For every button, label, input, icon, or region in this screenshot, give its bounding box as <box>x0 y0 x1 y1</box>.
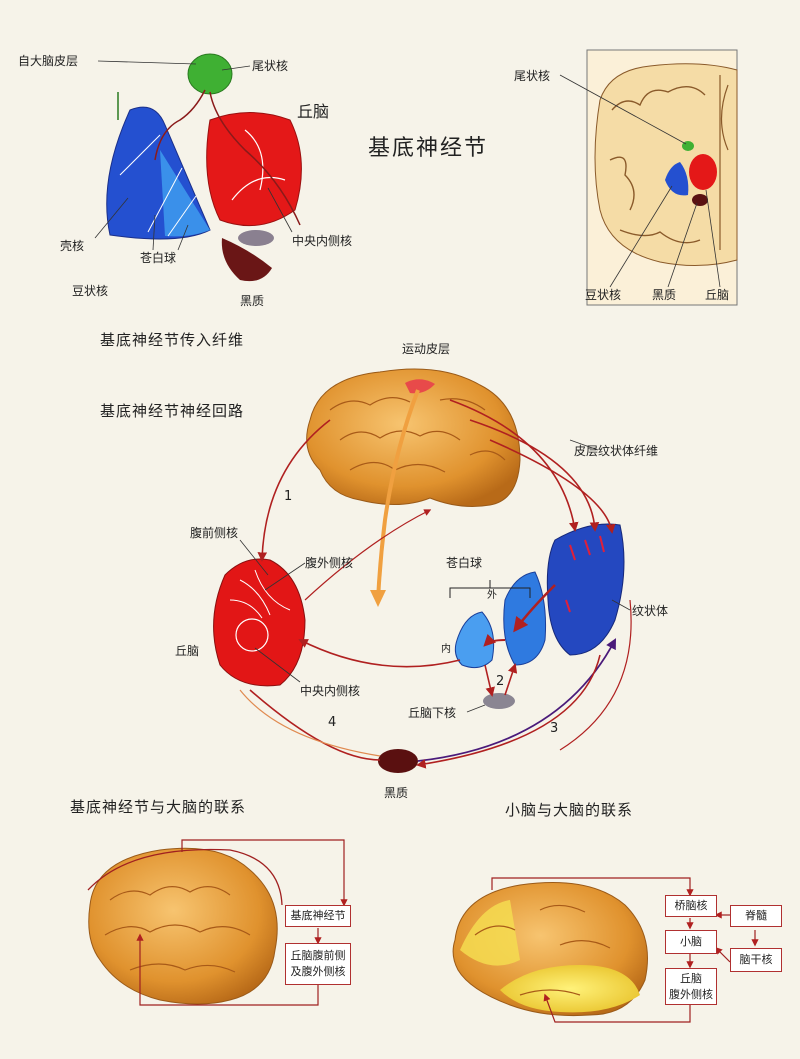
section-afferent: 基底神经节传入纤维 <box>100 331 245 349</box>
label-caudate: 尾状核 <box>252 59 289 73</box>
subthalamic-top <box>238 230 274 246</box>
brain-section <box>594 63 738 267</box>
path-1 <box>257 419 331 562</box>
label-lentiform: 豆状核 <box>72 284 109 298</box>
label-inner: 内 <box>441 644 451 655</box>
gp-internal <box>454 611 495 669</box>
brain-lateral <box>306 368 521 507</box>
label-nigra-right: 黑质 <box>652 288 677 302</box>
nigra-section <box>692 194 708 206</box>
label-globus-pallidus: 苍白球 <box>140 251 177 265</box>
box-cerebellum: 小脑 <box>665 930 717 954</box>
substantia-nigra-top <box>221 238 272 282</box>
label-thalamus: 丘脑 <box>297 102 330 121</box>
label-centromedian-circuit: 中央内侧核 <box>300 684 361 698</box>
page-title: 基底神经节 <box>368 136 489 161</box>
label-motor-cortex: 运动皮层 <box>402 342 451 356</box>
label-thalamus-circuit: 丘脑 <box>175 644 200 658</box>
label-putamen: 壳核 <box>60 239 85 253</box>
label-striatum: 纹状体 <box>632 604 669 618</box>
label-centromedian: 中央内侧核 <box>292 234 353 248</box>
top-left-figure <box>94 53 302 282</box>
label-va: 腹前侧核 <box>190 526 239 540</box>
thalamus-circuit <box>213 558 306 687</box>
box-thalamus-nuclei-line1: 丘脑腹前侧 <box>290 949 346 963</box>
label-thalamus-right: 丘脑 <box>705 288 730 302</box>
box-thalamus-vl-line2: 腹外侧核 <box>669 987 713 1001</box>
section-connection: 基底神经节与大脑的联系 <box>70 798 247 816</box>
label-corticostriate: 皮层纹状体纤维 <box>574 444 659 458</box>
box-spinal: 脊髓 <box>730 905 782 927</box>
caudate-shape <box>187 53 233 95</box>
label-gp-circuit: 苍白球 <box>446 556 483 570</box>
box-pons: 桥脑核 <box>665 895 717 917</box>
label-caudate-right: 尾状核 <box>514 69 551 83</box>
label-substantia-nigra: 黑质 <box>240 294 265 308</box>
label-vl: 腹外侧核 <box>305 556 354 570</box>
path-3 <box>417 638 617 762</box>
bottom-left-figure <box>87 839 348 1006</box>
circuit-figure <box>213 368 632 773</box>
bottom-right-figure <box>452 877 759 1023</box>
label-subthalamic: 丘脑下核 <box>408 706 457 720</box>
box-brainstem: 脑干核 <box>730 948 782 972</box>
label-nigra-circuit: 黑质 <box>384 786 409 800</box>
box-thalamus-vl-line1: 丘脑 <box>680 971 702 985</box>
section-cerebellum: 小脑与大脑的联系 <box>505 801 634 819</box>
box-thalamus-nuclei-line2: 及腹外侧核 <box>290 965 346 978</box>
path-4 <box>249 689 381 761</box>
box-thalamus-vl: 丘脑 腹外侧核 <box>665 968 717 1005</box>
path-number-4: 4 <box>328 715 337 730</box>
thalamus-shape <box>206 112 302 227</box>
globus-pallidus-shape <box>160 150 210 237</box>
top-right-figure <box>559 49 738 306</box>
subthalamic-circuit <box>483 693 515 709</box>
label-cortex: 自大脑皮层 <box>18 54 79 68</box>
path-number-2: 2 <box>496 674 505 689</box>
section-circuit: 基底神经节神经回路 <box>100 402 245 420</box>
thalamus-section <box>689 154 717 190</box>
box-thalamus-nuclei: 丘脑腹前侧 及腹外侧核 <box>285 943 351 985</box>
label-lentiform-right: 豆状核 <box>585 288 622 302</box>
path-number-1: 1 <box>284 489 293 504</box>
lentiform-section <box>665 162 689 196</box>
motor-cortex-spot <box>405 379 435 394</box>
path-number-3: 3 <box>550 721 559 736</box>
box-basal-ganglia: 基底神经节 <box>285 905 351 927</box>
label-outer: 外 <box>487 590 497 601</box>
nigra-circuit <box>378 749 418 773</box>
descending-tract <box>376 389 420 601</box>
